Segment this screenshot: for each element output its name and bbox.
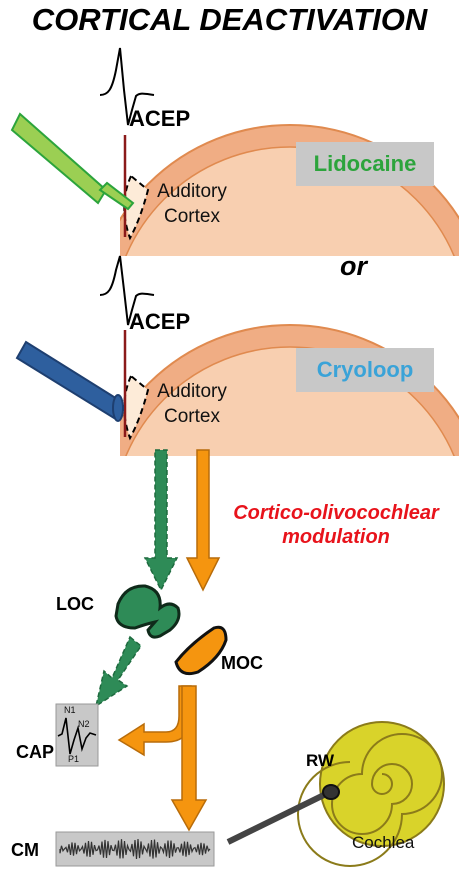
inactivation-zone-top [123,174,150,241]
top-panel [10,47,459,256]
cap-p1-label: P1 [68,754,80,764]
cap-n1-label: N1 [64,705,76,715]
moc-efferent-arrows [117,685,208,832]
acep-waveform-top [99,47,155,126]
diagram-title: CORTICAL DEACTIVATION [31,2,428,37]
loc-pathway-arrow [143,449,179,592]
loc-nucleus [114,584,181,639]
lidocaine-box: Lidocaine [296,142,434,186]
moc-nucleus [174,625,228,676]
cap-label: CAP [16,742,55,762]
loc-to-cap-arrow [94,635,143,708]
cochlea-spiral [297,721,445,867]
cryoloop-probe [15,340,124,422]
cortex-label-bottom: Cortex [164,406,220,427]
lidocaine-syringe [10,112,135,211]
pathway-label-line1: Cortico-olivocochlear [233,502,439,524]
acep-label-top: ACEP [129,106,191,131]
pathway-label-line2: modulation [282,526,390,548]
cryoloop-box: Cryoloop [296,348,434,392]
cortex-label-top: Cortex [164,206,220,227]
moc-label: MOC [221,653,263,673]
moc-pathway-arrow [185,449,221,592]
acep-waveform-bottom [99,255,155,326]
acep-label-bottom: ACEP [129,309,191,334]
cm-label: CM [11,840,39,860]
or-connector: or [340,251,367,281]
cm-trace-box [55,831,215,867]
auditory-label-top: Auditory [157,181,227,202]
round-window [322,784,340,800]
rw-electrode [226,789,332,845]
loc-label: LOC [56,594,94,614]
cap-trace-box [55,703,99,767]
cap-n2-label: N2 [78,719,90,729]
inactivation-zone-bottom [123,374,150,441]
cochlea-label: Cochlea [352,833,415,852]
auditory-label-bottom: Auditory [157,381,227,402]
rw-label: RW [306,751,335,770]
